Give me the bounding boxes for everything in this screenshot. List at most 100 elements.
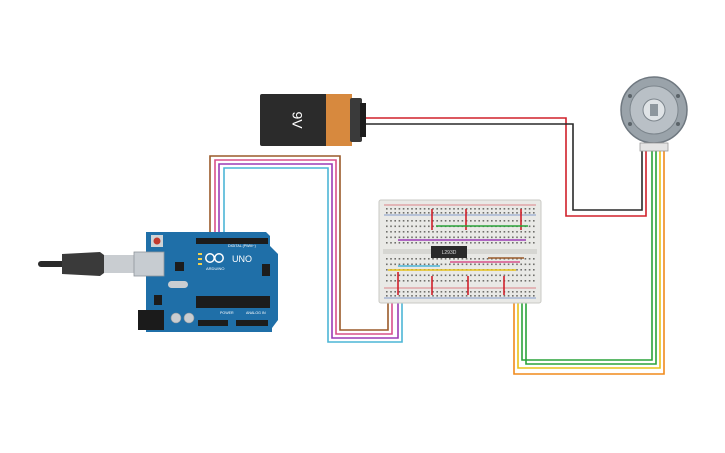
breadboard-hole[interactable] — [432, 220, 434, 222]
breadboard-hole[interactable] — [457, 274, 459, 277]
breadboard-hole[interactable] — [444, 274, 447, 277]
breadboard-hole[interactable] — [428, 295, 430, 297]
breadboard-hole[interactable] — [507, 291, 510, 293]
breadboard-hole[interactable] — [453, 212, 455, 214]
breadboard-hole[interactable] — [419, 258, 422, 260]
breadboard-hole[interactable] — [503, 295, 506, 297]
breadboard-hole[interactable] — [533, 295, 535, 297]
breadboard-hole[interactable] — [461, 208, 464, 210]
breadboard-hole[interactable] — [470, 280, 472, 282]
breadboard-hole[interactable] — [428, 220, 430, 222]
breadboard-hole[interactable] — [499, 291, 501, 293]
breadboard-hole[interactable] — [533, 236, 535, 239]
breadboard-hole[interactable] — [512, 242, 514, 244]
breadboard-hole[interactable] — [491, 212, 493, 214]
breadboard-hole[interactable] — [516, 220, 518, 222]
breadboard-hole[interactable] — [533, 220, 535, 222]
breadboard-hole[interactable] — [402, 274, 405, 277]
breadboard-hole[interactable] — [436, 258, 438, 260]
breadboard-hole[interactable] — [478, 212, 480, 214]
breadboard-hole[interactable] — [499, 242, 501, 244]
breadboard-hole[interactable] — [432, 231, 434, 233]
motor-wire-green-2[interactable] — [525, 150, 657, 365]
breadboard-hole[interactable] — [486, 231, 489, 233]
breadboard-hole[interactable] — [390, 231, 392, 233]
breadboard-hole[interactable] — [507, 208, 510, 210]
breadboard-hole[interactable] — [457, 208, 459, 210]
breadboard-hole[interactable] — [407, 295, 409, 297]
breadboard-hole[interactable] — [486, 291, 489, 293]
breadboard-hole[interactable] — [390, 236, 392, 239]
breadboard-hole[interactable] — [423, 258, 426, 260]
breadboard-hole[interactable] — [415, 242, 417, 244]
breadboard-hole[interactable] — [394, 231, 396, 233]
breadboard-hole[interactable] — [516, 231, 518, 233]
breadboard-hole[interactable] — [524, 220, 527, 222]
breadboard-hole[interactable] — [491, 220, 493, 222]
breadboard-hole[interactable] — [394, 295, 396, 297]
breadboard-hole[interactable] — [520, 208, 522, 210]
breadboard-hole[interactable] — [436, 212, 438, 214]
breadboard-hole[interactable] — [461, 231, 464, 233]
breadboard-hole[interactable] — [491, 274, 493, 277]
arduino-wire-pink[interactable] — [214, 159, 393, 335]
breadboard-hole[interactable] — [499, 220, 501, 222]
breadboard-hole[interactable] — [432, 291, 434, 293]
breadboard-hole[interactable] — [402, 220, 405, 222]
breadboard-hole[interactable] — [419, 295, 422, 297]
breadboard-hole[interactable] — [449, 208, 451, 210]
breadboard-hole[interactable] — [516, 269, 518, 271]
breadboard-hole[interactable] — [533, 291, 535, 293]
breadboard-hole[interactable] — [478, 291, 480, 293]
reset-button-cap[interactable] — [153, 237, 161, 245]
breadboard-hole[interactable] — [390, 291, 392, 293]
breadboard-hole[interactable] — [533, 263, 535, 266]
breadboard-hole[interactable] — [516, 295, 518, 297]
breadboard-hole[interactable] — [528, 269, 531, 271]
breadboard-hole[interactable] — [402, 242, 405, 244]
breadboard-hole[interactable] — [449, 258, 451, 260]
breadboard-hole[interactable] — [390, 263, 392, 266]
breadboard-hole[interactable] — [436, 291, 438, 293]
breadboard-hole[interactable] — [415, 212, 417, 214]
breadboard-hole[interactable] — [507, 212, 510, 214]
breadboard-hole[interactable] — [432, 295, 434, 297]
motor-driver-chip[interactable] — [431, 246, 467, 258]
breadboard-hole[interactable] — [419, 236, 422, 239]
breadboard-hole[interactable] — [390, 274, 392, 277]
breadboard-hole[interactable] — [398, 208, 401, 210]
breadboard-hole[interactable] — [432, 280, 434, 282]
breadboard-hole[interactable] — [528, 225, 531, 228]
breadboard-hole[interactable] — [444, 291, 447, 293]
breadboard-hole[interactable] — [453, 291, 455, 293]
breadboard-hole[interactable] — [440, 208, 443, 210]
breadboard-hole[interactable] — [428, 291, 430, 293]
breadboard-hole[interactable] — [449, 242, 451, 244]
breadboard-hole[interactable] — [440, 212, 443, 214]
breadboard-hole[interactable] — [449, 291, 451, 293]
breadboard-hole[interactable] — [407, 236, 409, 239]
breadboard-hole[interactable] — [499, 263, 501, 266]
breadboard-hole[interactable] — [512, 220, 514, 222]
breadboard-hole[interactable] — [419, 274, 422, 277]
breadboard-hole[interactable] — [528, 263, 531, 266]
breadboard-hole[interactable] — [503, 231, 506, 233]
breadboard-hole[interactable] — [516, 208, 518, 210]
breadboard-hole[interactable] — [482, 291, 485, 293]
breadboard-hole[interactable] — [423, 274, 426, 277]
breadboard-hole[interactable] — [402, 263, 405, 266]
breadboard-hole[interactable] — [436, 280, 438, 282]
breadboard-hole[interactable] — [407, 258, 409, 260]
breadboard-hole[interactable] — [444, 212, 447, 214]
breadboard-hole[interactable] — [444, 208, 447, 210]
breadboard-hole[interactable] — [512, 280, 514, 282]
breadboard-hole[interactable] — [478, 258, 480, 260]
breadboard-hole[interactable] — [415, 225, 417, 228]
breadboard-hole[interactable] — [415, 291, 417, 293]
breadboard-hole[interactable] — [386, 263, 388, 266]
breadboard-hole[interactable] — [499, 208, 501, 210]
breadboard-hole[interactable] — [386, 280, 388, 282]
breadboard-hole[interactable] — [411, 258, 413, 260]
breadboard-hole[interactable] — [428, 225, 430, 228]
arduino-wire-cyan[interactable] — [223, 167, 403, 343]
